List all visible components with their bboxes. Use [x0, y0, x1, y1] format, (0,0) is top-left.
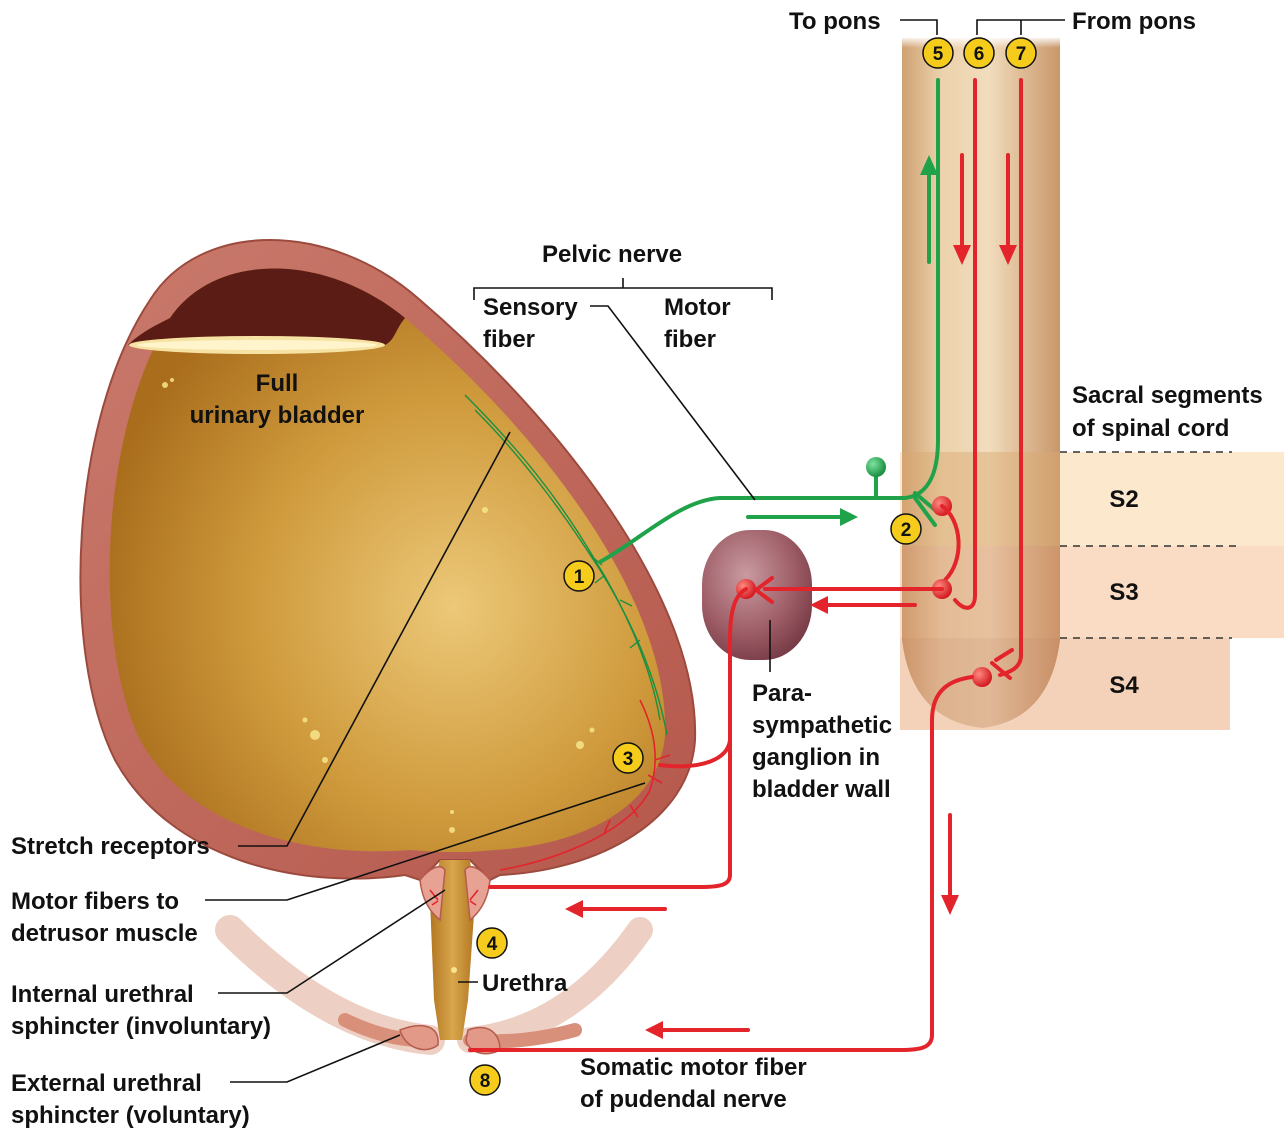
label-external-sphincter-2: sphincter (voluntary): [11, 1102, 250, 1129]
svg-text:4: 4: [487, 934, 498, 955]
motor-arrow-left: [645, 1021, 663, 1039]
somatic-motor-neuron: [972, 667, 992, 687]
label-urethra: Urethra: [482, 970, 568, 997]
label-ganglion-4: bladder wall: [752, 776, 891, 803]
label-stretch-receptors: Stretch receptors: [11, 833, 210, 860]
label-ganglion-3: ganglion in: [752, 744, 880, 771]
parasympathetic-ganglion: [702, 530, 812, 660]
label-somatic-motor-fiber-2: of pudendal nerve: [580, 1086, 787, 1113]
label-sacral-segments-2: of spinal cord: [1072, 415, 1229, 442]
motor-arrow-down: [941, 895, 959, 915]
svg-text:2: 2: [901, 520, 912, 541]
bladder-lumen: [110, 269, 666, 853]
svg-text:5: 5: [933, 44, 944, 65]
step-badge-6: 6: [964, 38, 994, 68]
label-sacral-segments: Sacral segments: [1072, 382, 1263, 409]
label-external-sphincter: External urethral: [11, 1070, 202, 1097]
sensory-fiber: [600, 80, 938, 562]
svg-text:1: 1: [574, 567, 585, 588]
label-motor-fiber: Motor: [664, 294, 731, 321]
step-badge-7: 7: [1006, 38, 1036, 68]
label-pelvic-nerve: Pelvic nerve: [542, 241, 682, 268]
step-badge-1: 1: [564, 561, 594, 591]
label-s4: S4: [1109, 672, 1139, 699]
svg-text:3: 3: [623, 749, 634, 770]
label-motor-detrusor: Motor fibers to: [11, 888, 179, 915]
sensory-arrow-right: [840, 508, 858, 526]
step-badge-4: 4: [477, 928, 507, 958]
label-full-bladder-2: urinary bladder: [190, 402, 365, 429]
label-motor-detrusor-2: detrusor muscle: [11, 920, 198, 947]
step-badge-2: 2: [891, 514, 921, 544]
label-sensory-fiber: Sensory: [483, 294, 578, 321]
svg-text:8: 8: [480, 1071, 491, 1092]
label-internal-sphincter: Internal urethral: [11, 981, 194, 1008]
motor-arrow-left: [565, 900, 583, 918]
svg-text:7: 7: [1016, 44, 1027, 65]
label-to-pons: To pons: [789, 8, 881, 35]
sensory-neuron-body: [866, 457, 886, 477]
label-motor-fiber-2: fiber: [664, 326, 716, 353]
step-badge-8: 8: [470, 1065, 500, 1095]
sensory-pathway: [600, 80, 938, 562]
label-sensory-fiber-2: fiber: [483, 326, 535, 353]
motor-arrow-left: [810, 596, 828, 614]
label-ganglion: Para-: [752, 680, 812, 707]
label-ganglion-2: sympathetic: [752, 712, 892, 739]
label-s2: S2: [1109, 486, 1138, 513]
label-full-bladder: Full: [256, 370, 299, 397]
label-internal-sphincter-2: sphincter (involuntary): [11, 1013, 271, 1040]
svg-text:6: 6: [974, 44, 985, 65]
label-from-pons: From pons: [1072, 8, 1196, 35]
label-s3: S3: [1109, 579, 1138, 606]
step-badge-3: 3: [613, 743, 643, 773]
label-somatic-motor-fiber: Somatic motor fiber: [580, 1054, 807, 1081]
step-badge-5: 5: [923, 38, 953, 68]
